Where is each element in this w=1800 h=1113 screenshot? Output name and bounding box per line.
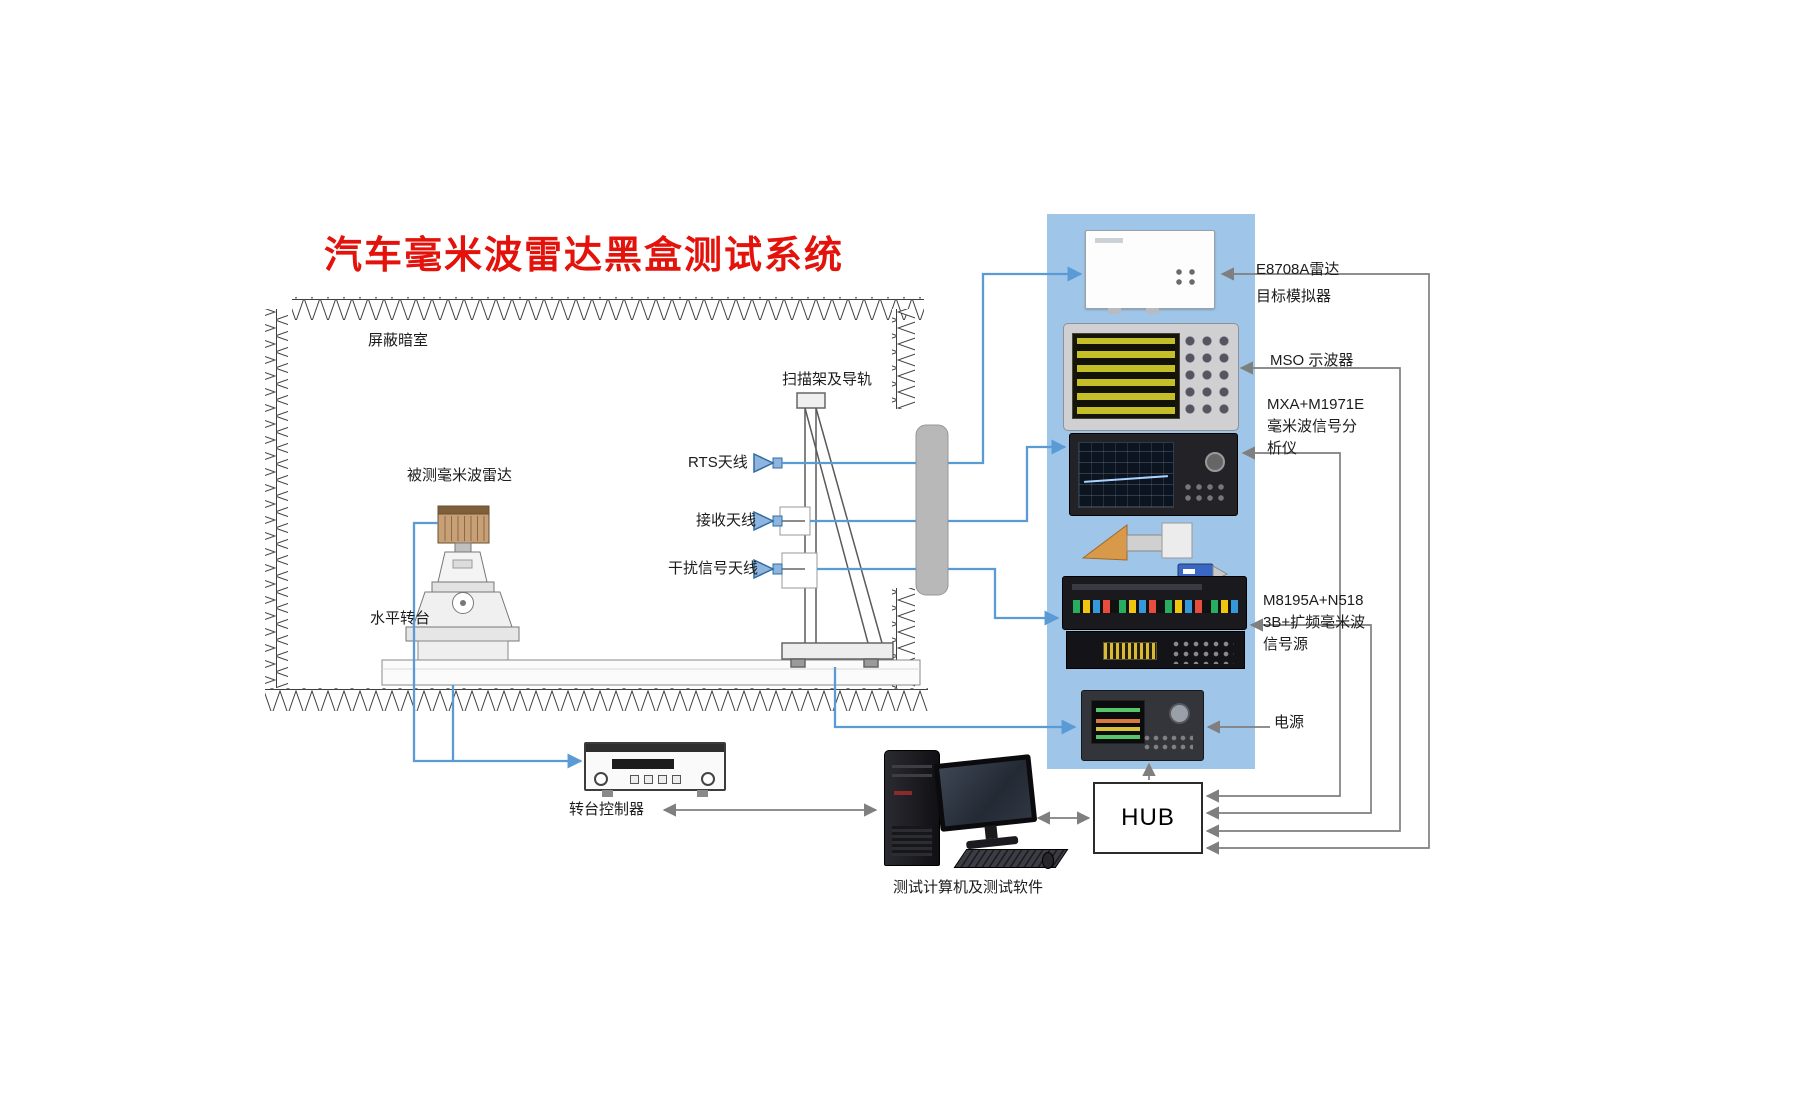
simulator-label: E8708A雷达 目标模拟器 bbox=[1256, 261, 1340, 305]
computer-label: 测试计算机及测试软件 bbox=[893, 879, 1044, 896]
controller-foot bbox=[697, 790, 708, 797]
page-title: 汽车毫米波雷达黑盒测试系统 bbox=[324, 232, 845, 277]
receive-antenna-label: 接收天线 bbox=[696, 512, 757, 529]
receive-antenna-icon bbox=[753, 506, 811, 536]
scanner-frame bbox=[781, 392, 894, 668]
line-oscilloscope-hub bbox=[1205, 361, 1401, 838]
simulator-logo bbox=[1095, 238, 1123, 243]
awg-m8195a-image bbox=[1062, 576, 1247, 630]
turntable-positioner bbox=[405, 542, 520, 661]
analyzer-screen bbox=[1078, 442, 1174, 508]
cable-interference-to-source bbox=[948, 567, 1060, 626]
controller-button bbox=[672, 775, 681, 784]
radar-target-simulator-image bbox=[1085, 230, 1215, 314]
signal-generator-image bbox=[1066, 631, 1245, 669]
chamber-label: 屏蔽暗室 bbox=[368, 332, 429, 349]
controller-button bbox=[658, 775, 667, 784]
interference-antenna-label: 干扰信号天线 bbox=[668, 560, 759, 577]
oscilloscope-image bbox=[1063, 323, 1239, 431]
lines-gray bbox=[662, 267, 1430, 855]
feedthrough-panel bbox=[915, 424, 949, 596]
awg-ports bbox=[1073, 600, 1238, 613]
controller-foot bbox=[602, 790, 613, 797]
mouse-image bbox=[1042, 852, 1054, 869]
line-source-hub bbox=[1205, 618, 1372, 820]
cable-rts-to-simulator bbox=[948, 266, 1083, 465]
waveguide-horn-assembly bbox=[1081, 522, 1229, 585]
radar-under-test bbox=[437, 505, 490, 544]
oscilloscope-screen bbox=[1072, 333, 1180, 419]
controller-button bbox=[630, 775, 639, 784]
power-supply-knob bbox=[1169, 703, 1190, 724]
line-simulator-hub bbox=[1205, 267, 1430, 855]
controller-label: 转台控制器 bbox=[569, 801, 645, 818]
source-label: M8195A+N518 3B+扩频毫米波 信号源 bbox=[1263, 592, 1366, 653]
tower-drive-slot bbox=[892, 765, 932, 768]
analyzer-label: MXA+M1971E 毫米波信号分 析仪 bbox=[1267, 396, 1365, 457]
power-supply-buttons bbox=[1143, 734, 1193, 751]
hub-box: HUB bbox=[1093, 782, 1203, 854]
turntable-controller-image bbox=[584, 742, 726, 797]
power-label: 电源 bbox=[1274, 714, 1305, 731]
computer-tower-image bbox=[884, 750, 940, 866]
signal-generator-display bbox=[1103, 642, 1157, 660]
platform bbox=[381, 659, 921, 686]
oscilloscope-knobs bbox=[1182, 333, 1232, 421]
interference-antenna-icon bbox=[753, 552, 818, 589]
controller-knob bbox=[594, 772, 608, 786]
signal-analyzer-image bbox=[1069, 433, 1238, 516]
scanner-label: 扫描架及导轨 bbox=[782, 371, 873, 388]
tower-grill bbox=[892, 826, 932, 856]
turntable-label: 水平转台 bbox=[370, 610, 431, 627]
cable-scanner-to-power bbox=[833, 667, 1077, 735]
cables-blue bbox=[412, 266, 1083, 769]
analyzer-knob bbox=[1205, 452, 1225, 472]
cable-radar-to-controller bbox=[412, 521, 583, 769]
radar-label: 被测毫米波雷达 bbox=[407, 467, 513, 484]
simulator-connectors bbox=[1174, 267, 1198, 287]
analyzer-buttons bbox=[1183, 482, 1227, 506]
monitor-screen bbox=[939, 759, 1032, 827]
controller-knob bbox=[701, 772, 715, 786]
controller-button bbox=[644, 775, 653, 784]
rts-antenna-label: RTS天线 bbox=[688, 454, 748, 471]
awg-strip bbox=[1072, 584, 1202, 590]
power-supply-image bbox=[1081, 690, 1204, 761]
simulator-foot bbox=[1146, 308, 1159, 314]
tower-badge bbox=[894, 791, 912, 795]
simulator-foot bbox=[1108, 308, 1121, 314]
cable-receive-to-analyzer bbox=[948, 439, 1067, 523]
power-supply-screen bbox=[1091, 700, 1145, 744]
signal-generator-keypad bbox=[1172, 640, 1234, 664]
oscilloscope-label: MSO 示波器 bbox=[1270, 352, 1354, 369]
tower-drive-slot bbox=[892, 774, 932, 777]
computer-monitor-image bbox=[933, 754, 1038, 850]
controller-display bbox=[612, 759, 674, 769]
controller-top-strip bbox=[586, 744, 724, 752]
